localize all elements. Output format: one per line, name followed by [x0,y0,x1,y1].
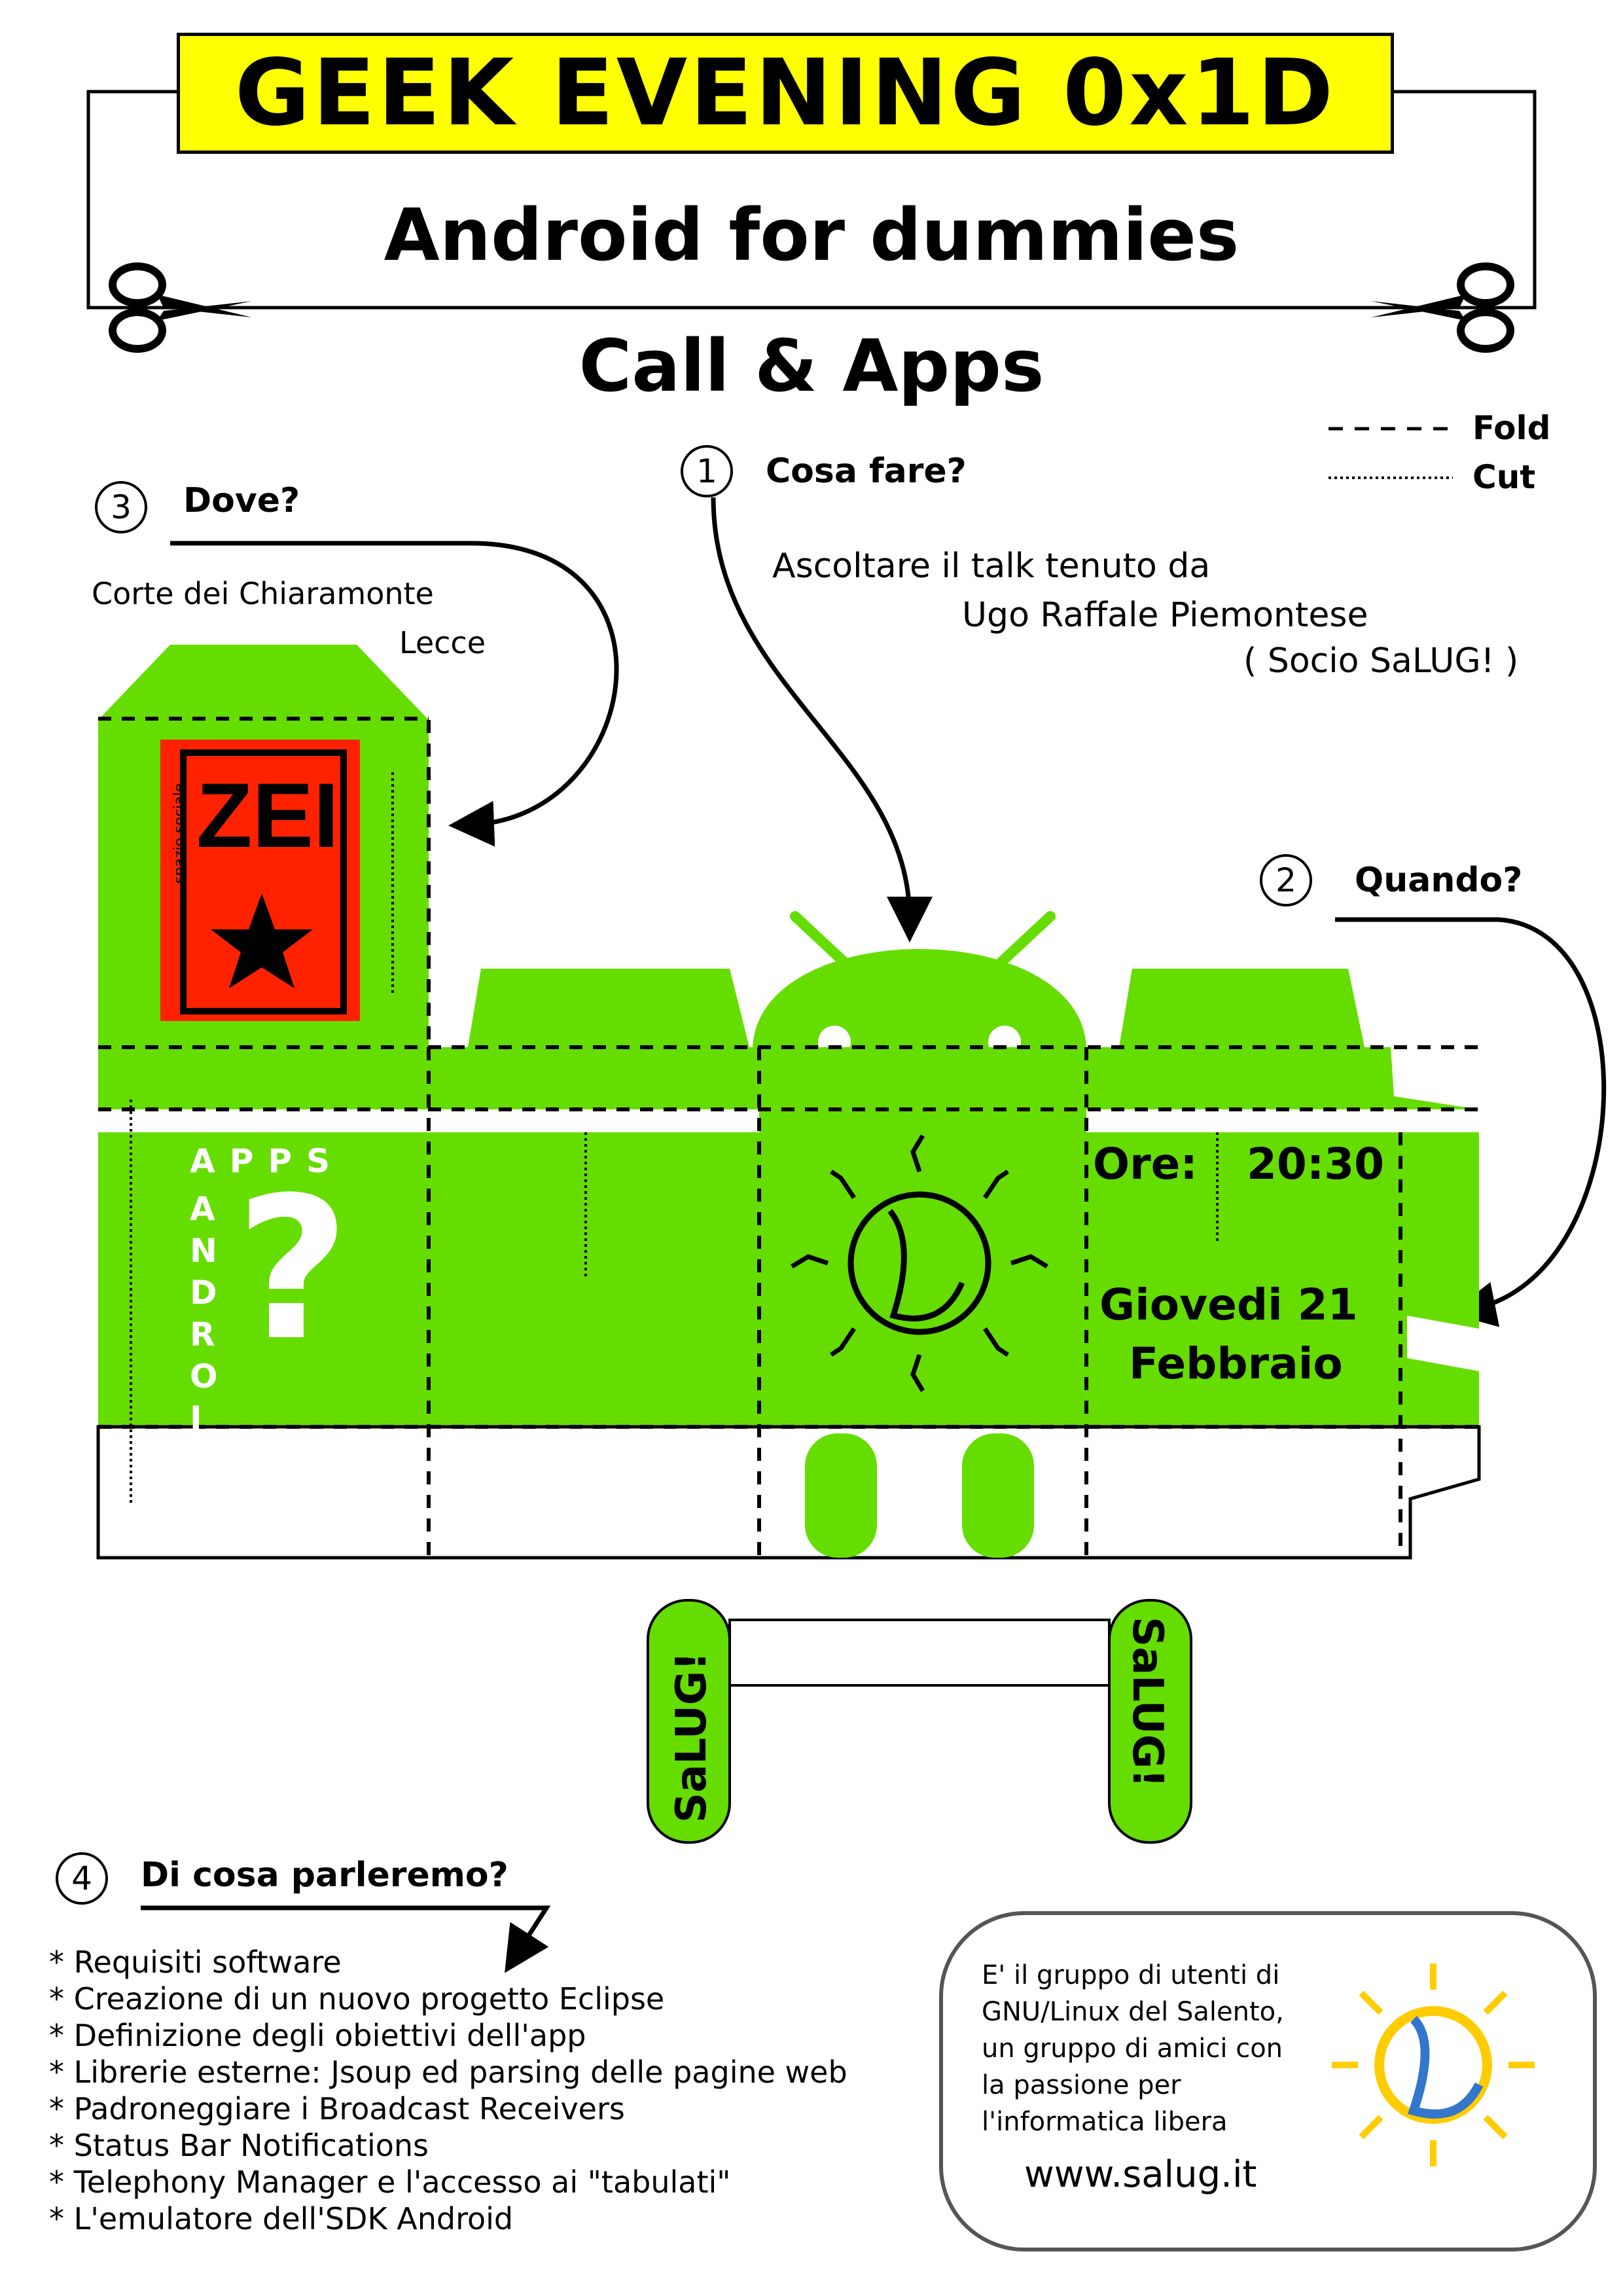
salug-info-text: E' il gruppo di utenti di GNU/Linux del … [982,1957,1284,2140]
event-subtitle-2: Call & Apps [579,324,1044,408]
step-1-badge: 1 [681,445,733,497]
where-line-2: Lecce [399,625,486,660]
where-heading: Dove? [183,481,300,520]
stand-label-right: SaLUG! [1123,1617,1171,1788]
info-line-5: l'informatica libera [982,2107,1228,2137]
android-vertical-label: ANDROID [190,1190,218,1479]
topic-item: * Requisiti software [49,1945,342,1980]
step-3-badge: 3 [95,481,147,533]
event-subtitle: Android for dummies [383,193,1240,277]
topic-item: * Creazione di un nuovo progetto Eclipse [49,1981,665,2017]
time-label: Ore: [1093,1139,1198,1189]
info-line-2: GNU/Linux del Salento, [982,1997,1284,2027]
topic-item: * Definizione degli obiettivi dell'app [49,2018,586,2053]
topics-list: * Requisiti software * Creazione di un n… [49,1944,847,2237]
android-head [753,949,1086,1047]
apps-label: APPS [190,1142,344,1180]
what-heading: Cosa fare? [766,452,967,491]
what-line-3: ( Socio SaLUG! ) [1243,641,1519,681]
zei-vertical-text: spazio sociale [171,783,188,884]
salug-info-box [939,1911,1597,2251]
step-2-badge: 2 [1260,854,1312,906]
topic-item: * Telephony Manager e l'accesso ai "tabu… [49,2164,731,2200]
event-title-box: GEEK EVENING 0x1D [177,33,1394,154]
event-title: GEEK EVENING 0x1D [234,40,1336,147]
topic-item: * L'emulatore dell'SDK Android [49,2201,514,2236]
star-icon [211,893,313,988]
stand-label-left: SaLUG! [668,1651,716,1823]
top-tab-right [1119,969,1364,1047]
topic-item: * Status Bar Notifications [49,2128,429,2163]
zei-logo-panel [160,740,360,1021]
salug-logo-icon [1332,1964,1535,2166]
topics-heading: Di cosa parleremo? [141,1856,508,1895]
salug-sun-logo [791,1134,1048,1392]
stand-right [1108,1599,1192,1844]
question-mark: ? [236,1155,350,1384]
topic-item: * Librerie esterne: Jsoup ed parsing del… [49,2054,847,2090]
top-tab-left [468,969,749,1047]
when-heading: Quando? [1355,861,1523,900]
info-line-1: E' il gruppo di utenti di [982,1960,1280,1990]
scissors-right-icon [1371,262,1514,353]
what-line-2: Ugo Raffale Piemontese [962,596,1368,635]
zei-logo-text: ZEI [196,764,339,867]
android-leg-left [805,1433,877,1558]
time-value: 20:30 [1247,1139,1385,1189]
android-leg-right [962,1433,1034,1558]
salug-url-link[interactable]: www.salug.it [1024,2153,1257,2196]
legend-fold: Fold [1472,409,1551,447]
info-line-4: la passione per [982,2070,1181,2100]
what-line-1: Ascoltare il talk tenuto da [772,547,1211,586]
topic-item: * Padroneggiare i Broadcast Receivers [49,2091,625,2126]
bottom-band [96,1425,1481,1560]
stand-left [647,1599,731,1844]
where-line-1: Corte dei Chiaramonte [92,576,434,611]
date-line-1: Giovedi 21 [1099,1280,1358,1330]
header-frame-lines [86,90,1537,310]
date-line-2: Febbraio [1129,1338,1343,1389]
legend-cut: Cut [1472,458,1536,496]
legend-lines [1329,427,1453,479]
scissors-left-icon [109,262,252,353]
step-4-badge: 4 [56,1852,108,1905]
info-line-3: un gruppo di amici con [982,2034,1283,2064]
